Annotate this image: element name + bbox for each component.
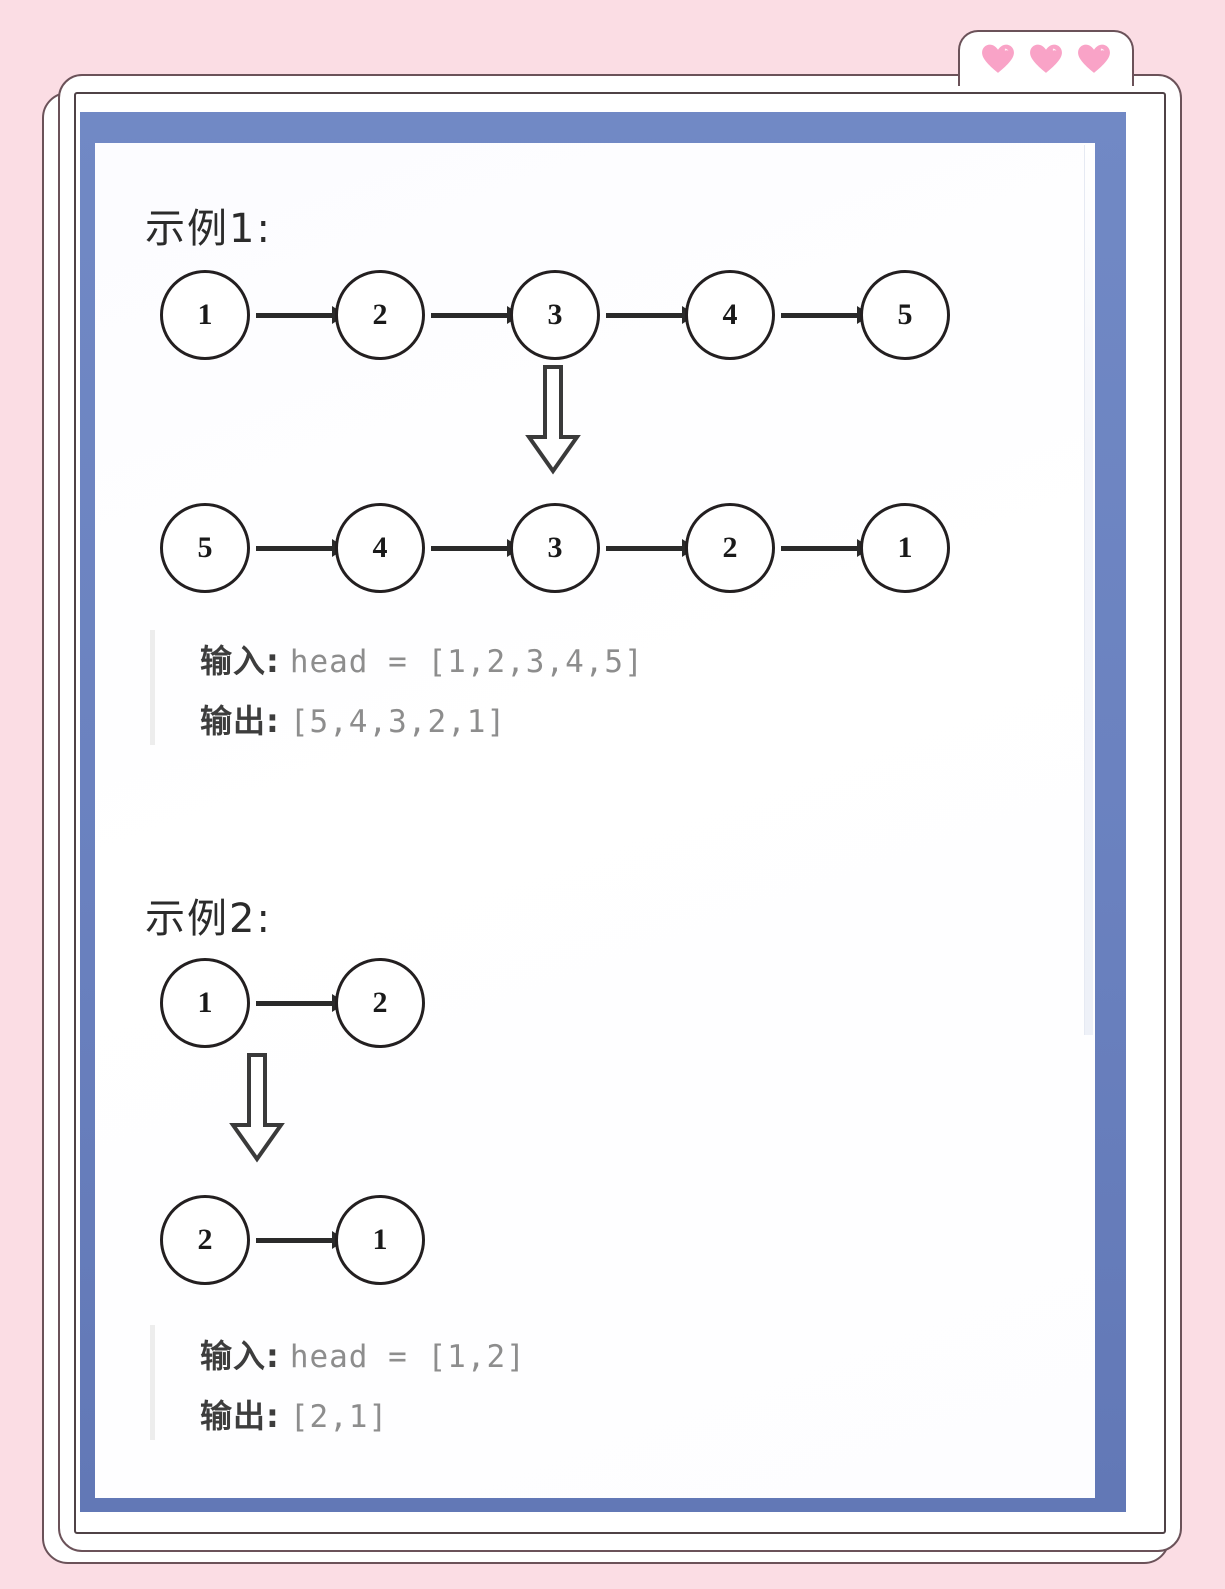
list-node: 4	[335, 503, 425, 593]
list-node: 1	[160, 958, 250, 1048]
example-2-input-line: 输入: head = [1,2]	[200, 1325, 770, 1377]
example-1-input-line: 输入: head = [1,2,3,4,5]	[200, 630, 850, 682]
list-node: 1	[160, 270, 250, 360]
transform-down-arrow-icon	[523, 365, 583, 480]
list-link-arrow	[256, 994, 346, 1012]
list-node: 2	[335, 958, 425, 1048]
example-1-output-line: 输出: [5,4,3,2,1]	[200, 682, 850, 742]
list-node: 3	[510, 503, 600, 593]
list-link-arrow	[431, 539, 521, 557]
list-node: 2	[335, 270, 425, 360]
output-label: 输出:	[200, 1397, 280, 1435]
list-node: 5	[160, 503, 250, 593]
heart-3-icon	[1077, 43, 1111, 75]
list-node: 1	[860, 503, 950, 593]
heart-tab	[958, 30, 1134, 86]
list-link-arrow	[256, 1231, 346, 1249]
io-left-rule	[150, 630, 155, 745]
example-2-io-block: 输入: head = [1,2] 输出: [2,1]	[150, 1325, 770, 1440]
scrollbar-track[interactable]	[1084, 145, 1093, 1035]
heart-tab-seam-mask	[960, 76, 1132, 86]
input-label: 输入:	[200, 642, 280, 680]
list-link-arrow	[431, 306, 521, 324]
example-2-title: 示例2:	[145, 896, 272, 943]
list-node: 2	[160, 1195, 250, 1285]
list-node: 1	[335, 1195, 425, 1285]
transform-down-arrow-icon	[227, 1053, 287, 1168]
page-content: 示例1: 1 2 3 4 5 5 4 3 2 1 输入: head = [1,2…	[95, 143, 1095, 1498]
heart-2-icon	[1029, 43, 1063, 75]
list-node: 2	[685, 503, 775, 593]
io-left-rule	[150, 1325, 155, 1440]
output-value: [5,4,3,2,1]	[289, 704, 507, 740]
input-value: head = [1,2,3,4,5]	[289, 644, 644, 680]
list-link-arrow	[781, 539, 871, 557]
list-node: 4	[685, 270, 775, 360]
list-link-arrow	[781, 306, 871, 324]
heart-1-icon	[981, 43, 1015, 75]
list-link-arrow	[256, 539, 346, 557]
list-link-arrow	[606, 306, 696, 324]
list-node: 5	[860, 270, 950, 360]
output-label: 输出:	[200, 702, 280, 740]
input-label: 输入:	[200, 1337, 280, 1375]
output-value: [2,1]	[289, 1399, 389, 1435]
input-value: head = [1,2]	[289, 1339, 526, 1375]
example-1-title: 示例1:	[145, 206, 272, 253]
list-link-arrow	[606, 539, 696, 557]
list-link-arrow	[256, 306, 346, 324]
example-1-io-block: 输入: head = [1,2,3,4,5] 输出: [5,4,3,2,1]	[150, 630, 850, 745]
example-2-output-line: 输出: [2,1]	[200, 1377, 770, 1437]
list-node: 3	[510, 270, 600, 360]
